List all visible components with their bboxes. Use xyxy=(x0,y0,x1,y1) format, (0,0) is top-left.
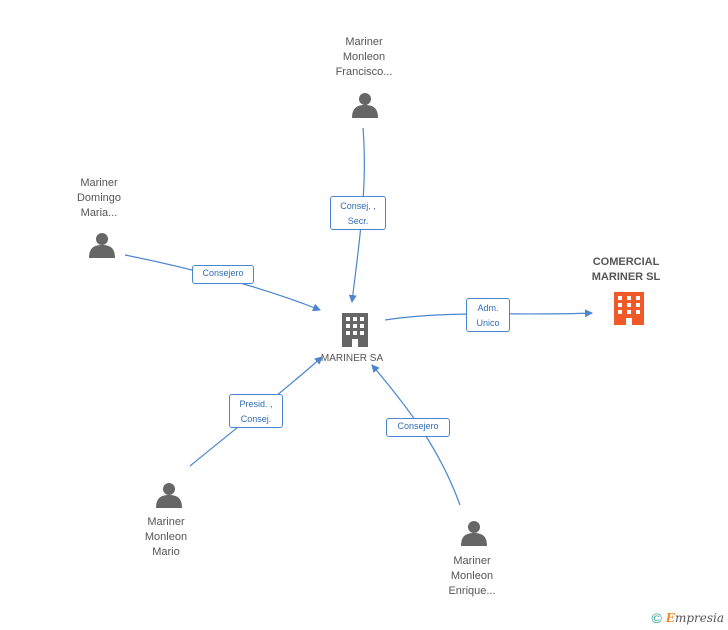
center-company-label[interactable]: MARINER SA xyxy=(320,353,384,364)
person-label-line: Monleon xyxy=(342,51,386,63)
person-icon[interactable] xyxy=(156,483,182,508)
person-icon[interactable] xyxy=(352,93,378,118)
edge-label-line: Consej. xyxy=(240,414,272,424)
brand-rest: mpresia xyxy=(674,611,724,625)
brand-initial: E xyxy=(665,611,675,625)
edge-label-company: Adm. Unico xyxy=(466,298,510,332)
edge-label-line: Unico xyxy=(476,318,500,328)
edge-label-enrique: Consejero xyxy=(386,418,450,437)
person-label-line: Mario xyxy=(152,546,180,558)
person-label-line: Mariner xyxy=(147,516,185,528)
edge-label-line: Presid. , xyxy=(239,399,273,409)
footer-brand[interactable]: © Empresia xyxy=(651,610,724,626)
person-label-line: Mariner xyxy=(453,555,491,567)
brand-name: Empresia xyxy=(666,611,724,625)
person-icon[interactable] xyxy=(89,233,115,258)
edge-label-line: Consejero xyxy=(397,421,439,431)
company-building-icon[interactable] xyxy=(614,292,644,325)
person-label-line: Maria... xyxy=(80,207,118,219)
edge-label-francisco: Consej. , Secr. xyxy=(330,196,386,230)
edge-label-line: Consejero xyxy=(202,268,244,278)
person-label-line: Domingo xyxy=(76,192,122,204)
person-label-line: Enrique... xyxy=(448,585,496,597)
person-label-enrique[interactable]: Mariner Monleon Enrique... xyxy=(448,554,495,599)
edge-label-line: Secr. xyxy=(347,216,369,226)
edge-label-line: Adm. xyxy=(477,303,499,313)
person-label-line: Mariner xyxy=(345,36,383,48)
edge-label-line: Consej. , xyxy=(340,201,376,211)
edge-label-domingo: Consejero xyxy=(192,265,254,284)
building-icon[interactable] xyxy=(342,313,368,347)
company-label-line: MARINER SL xyxy=(591,271,661,283)
person-icon[interactable] xyxy=(461,521,487,546)
person-label-mario[interactable]: Mariner Monleon Mario xyxy=(145,515,187,560)
copyright-icon: © xyxy=(651,610,662,626)
company-label-line: COMERCIAL xyxy=(592,256,660,268)
person-label-line: Francisco... xyxy=(335,66,393,78)
person-label-line: Mariner xyxy=(80,177,118,189)
person-label-line: Monleon xyxy=(450,570,494,582)
edge-label-mario: Presid. , Consej. xyxy=(229,394,283,428)
person-label-line: Monleon xyxy=(144,531,188,543)
person-label-domingo[interactable]: Mariner Domingo Maria... xyxy=(77,176,121,221)
company-label[interactable]: COMERCIAL MARINER SL xyxy=(581,255,671,285)
person-label-francisco[interactable]: Mariner Monleon Francisco... xyxy=(336,35,393,80)
